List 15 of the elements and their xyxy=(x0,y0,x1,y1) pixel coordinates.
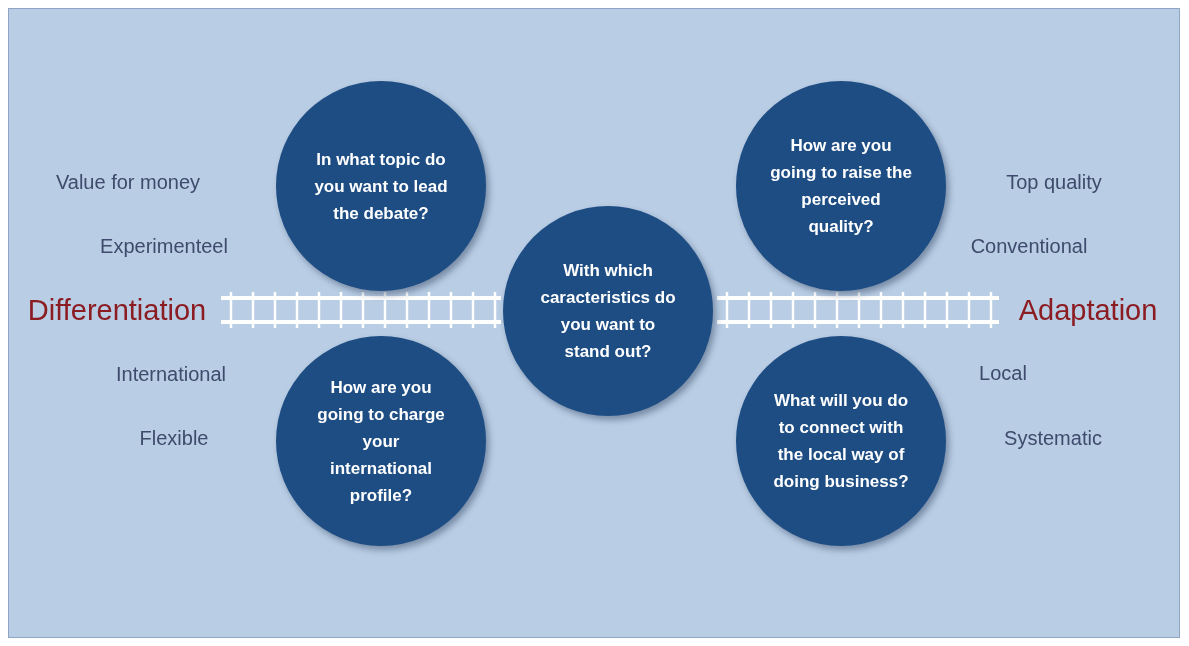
question-text: How are you going to raise the perceived quality? xyxy=(770,135,912,238)
trait-label: Flexible xyxy=(139,426,209,450)
question-text: What will you do to connect with the local way of doing business? xyxy=(772,390,910,493)
trait-label: Conventional xyxy=(970,234,1088,258)
trait-label: Local xyxy=(979,361,1027,385)
trait-label: International xyxy=(115,362,227,386)
axis-pole-label: Adaptation xyxy=(1018,293,1158,327)
trait-label: Experimenteel xyxy=(100,234,228,258)
axis-pole-label: Differentiation xyxy=(27,293,207,327)
trait-label: Top quality xyxy=(1006,170,1102,194)
trait-label: Systematic xyxy=(1004,426,1102,450)
question-text: With which caracteristics do you want to stand out? xyxy=(539,260,677,363)
question-text: In what topic do you want to lead the debate? xyxy=(313,148,449,225)
trait-label: Value for money xyxy=(55,170,201,194)
question-text: How are you going to charge your international profile? xyxy=(316,376,446,507)
